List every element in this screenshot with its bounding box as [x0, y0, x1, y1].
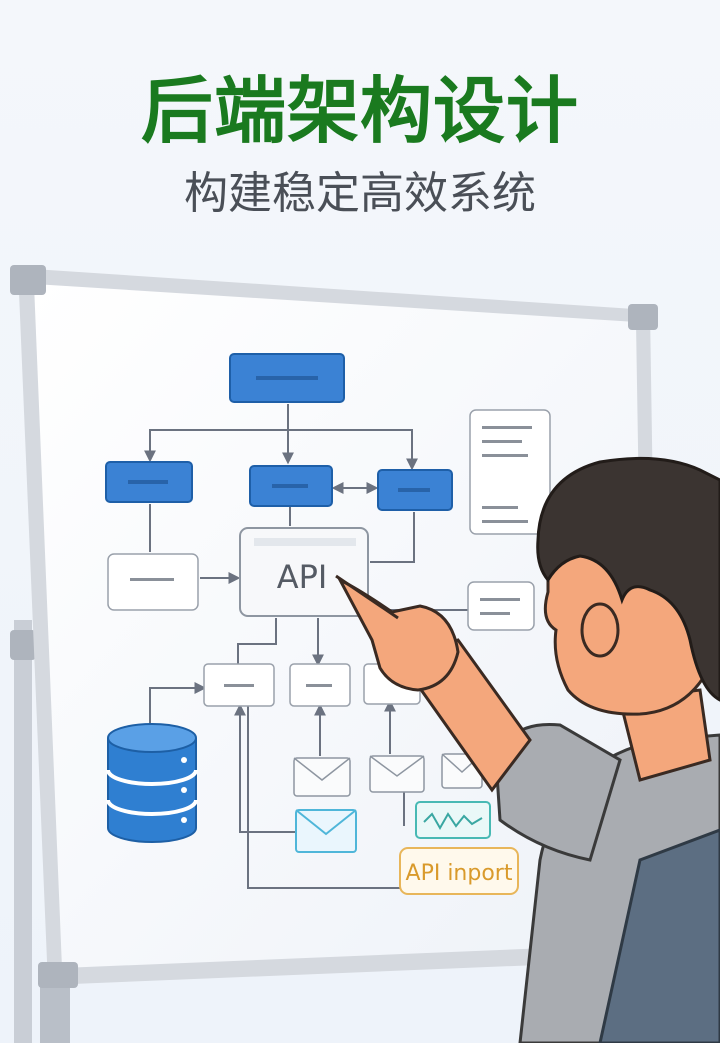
diagram-connectors — [144, 404, 468, 889]
presenter-person — [335, 456, 720, 1043]
mail-icon — [293, 757, 351, 797]
page-title: 后端架构设计 — [140, 69, 579, 153]
right-node — [377, 469, 453, 511]
api-import-tag: API inport — [399, 847, 519, 895]
board-corner-cap — [10, 265, 46, 295]
mail-icon-highlighted — [295, 809, 357, 853]
page-subtitle: 构建稳定高效系统 — [184, 168, 536, 219]
service-box-left — [107, 553, 199, 611]
top-node — [229, 353, 345, 403]
easel-stand — [10, 620, 70, 1043]
mail-icon — [369, 755, 425, 793]
api-box: API — [239, 527, 369, 617]
api-import-label: API inport — [406, 861, 513, 886]
database-icon — [106, 723, 198, 843]
side-panel — [467, 581, 535, 631]
api-box-label: API — [277, 558, 328, 596]
left-node — [105, 461, 193, 503]
center-node — [249, 465, 333, 507]
signal-box — [415, 801, 491, 839]
